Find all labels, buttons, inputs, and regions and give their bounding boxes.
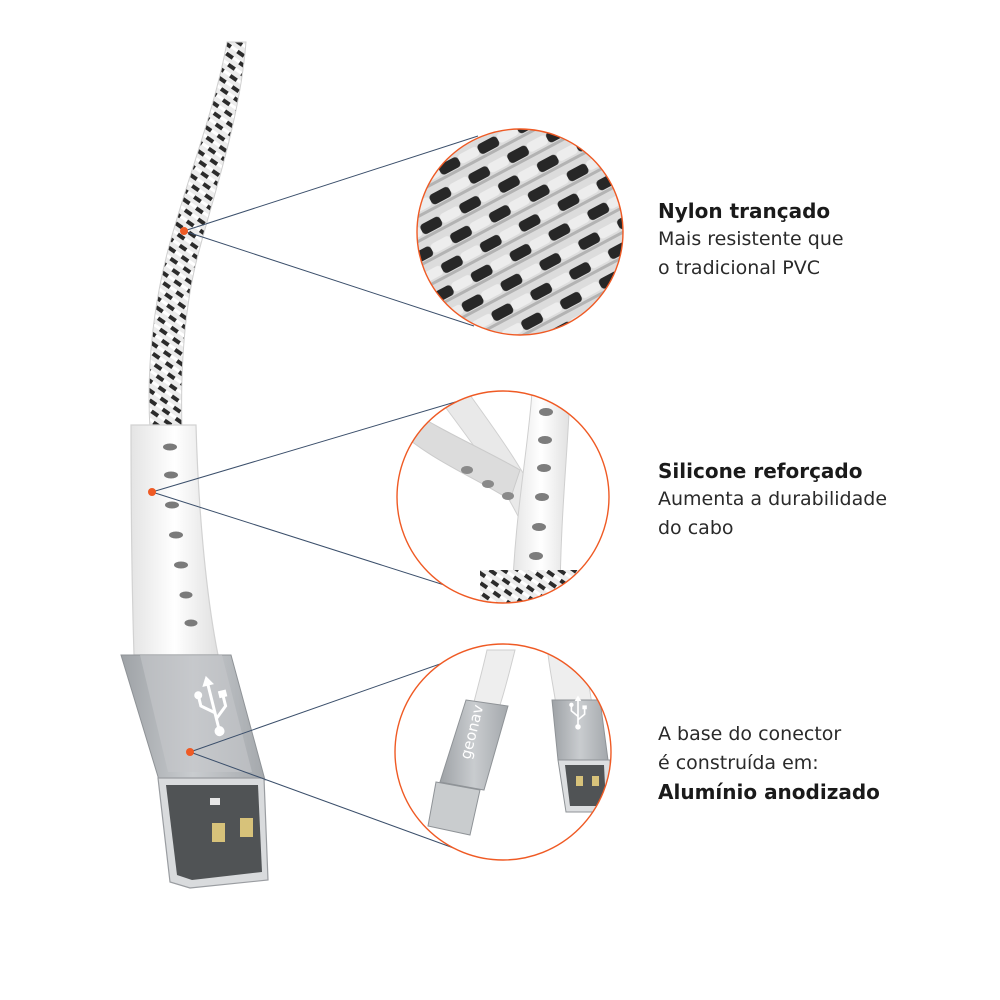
callout-line: A base do conector: [658, 723, 842, 745]
callout-silicone: Silicone reforçado Aumenta a durabilidad…: [658, 457, 887, 543]
braided-cable: [148, 41, 247, 431]
silicone-strain-relief: [130, 424, 219, 656]
callout-line: do cabo: [658, 517, 734, 539]
anchor-dot-aluminium: [186, 748, 194, 756]
callout-aluminium: A base do conector é construída em: Alum…: [658, 720, 880, 806]
leader-lines: [151, 135, 479, 855]
callout-line: é construída em:: [658, 752, 819, 774]
detail-circle-aluminium: geonav: [394, 643, 612, 861]
callout-title: Nylon trançado: [658, 199, 831, 223]
callout-anchor-dots: [148, 227, 194, 756]
callout-title: Alumínio anodizado: [658, 780, 880, 804]
callout-line: Aumenta a durabilidade: [658, 488, 888, 510]
callout-title: Silicone reforçado: [658, 459, 863, 483]
anchor-dot-silicone: [148, 488, 156, 496]
usb-trident-icon: [194, 675, 228, 737]
anchor-dot-braid: [180, 227, 188, 235]
detail-circle-silicone: [396, 390, 610, 604]
callout-line: o tradicional PVC: [658, 257, 820, 279]
callout-braided-nylon: Nylon trançado Mais resistente que o tra…: [658, 197, 844, 283]
callout-line: Mais resistente que: [658, 228, 844, 250]
aluminium-connector-housing: [120, 654, 266, 781]
usb-a-plug: [157, 777, 269, 889]
detail-circle-braided-nylon: [416, 128, 624, 336]
